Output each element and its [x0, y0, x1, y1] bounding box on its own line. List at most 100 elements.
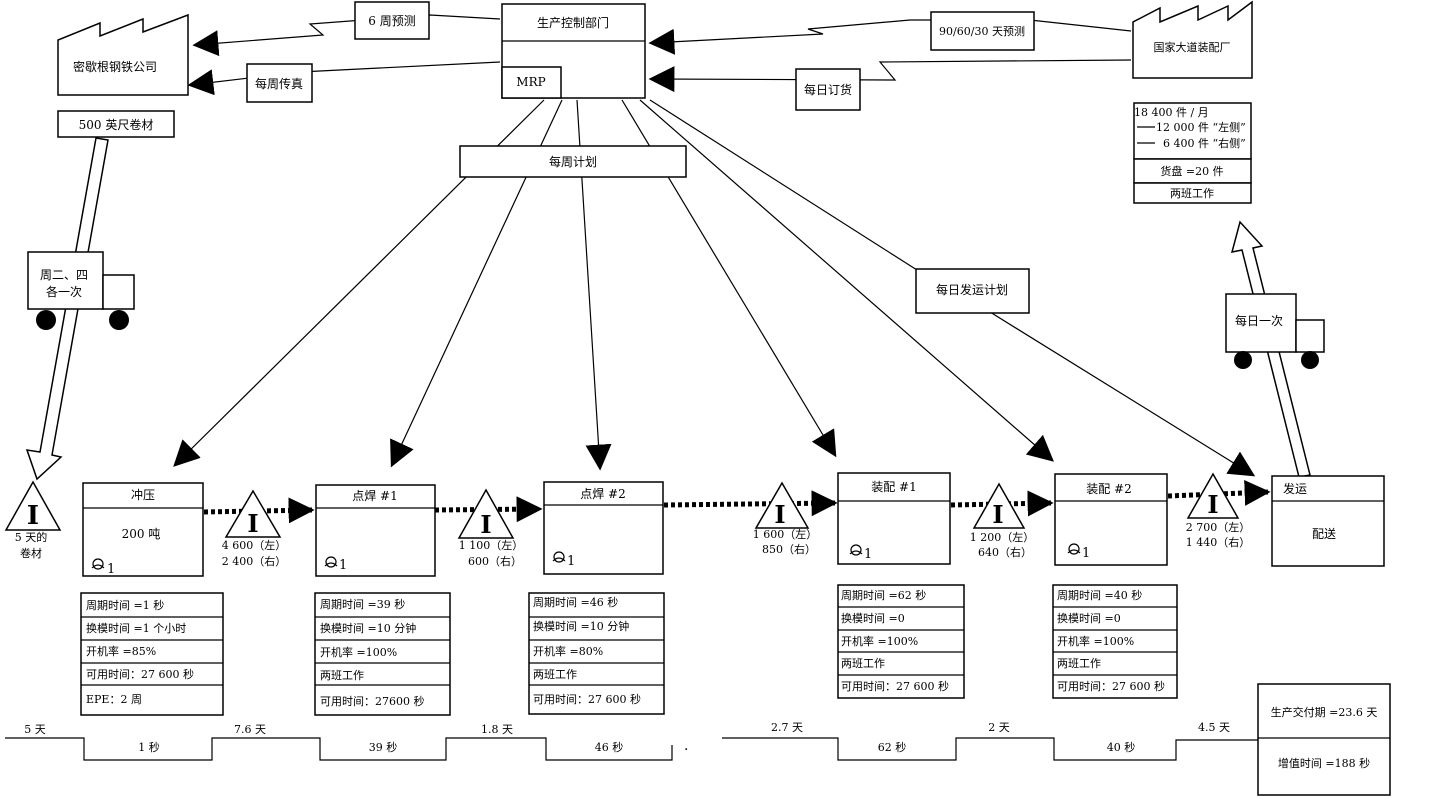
inventory-i-icon: I	[247, 509, 258, 538]
lead-time-4: 2.7 天	[771, 721, 803, 734]
daily-order: 每日订货	[804, 82, 852, 97]
inventory-3-left: 1 600（左）	[753, 528, 818, 541]
data-row: 开机率 =80%	[533, 644, 603, 658]
operator-count: 1	[107, 562, 115, 577]
process-time-1: 1 秒	[138, 740, 160, 754]
data-box-spot-weld-2: 周期时间 =46 秒 换模时间 =10 分钟 开机率 =80% 两班工作 可用时…	[528, 592, 665, 715]
operator-count: 1	[339, 558, 347, 573]
forecast-6-weeks: 6 周预测	[368, 14, 415, 28]
operator-count: 1	[864, 547, 872, 562]
process-box-spot-weld-2: 点焊 #2 1	[543, 481, 664, 575]
schedule-lines	[173, 99, 1256, 477]
data-row: 两班工作	[533, 668, 577, 681]
lead-time-2: 7.6 天	[234, 723, 266, 736]
data-row: 可用时间：27 600 秒	[841, 679, 949, 693]
demand-shift: 两班工作	[1170, 187, 1214, 200]
truck-wheel	[36, 310, 56, 330]
customer-factory: 国家大道装配厂	[1132, 0, 1253, 79]
raw-inventory-triangle: I 5 天的 卷材	[4, 480, 62, 560]
total-lead-time: 生产交付期 =23.6 天	[1271, 705, 1378, 719]
customer-truck-label: 每日一次	[1235, 313, 1283, 328]
inventory-i-icon: I	[774, 500, 785, 529]
production-control: 生产控制部门 MRP	[501, 3, 646, 99]
inventory-i-icon: I	[27, 501, 39, 531]
supplier-truck-line1: 周二、四	[40, 268, 88, 282]
operator-icon	[324, 556, 338, 568]
data-row: 可用时间：27 600 秒	[1057, 679, 1165, 693]
operator-count: 1	[1082, 546, 1090, 561]
demand-tray: 货盘 =20 件	[1160, 164, 1223, 178]
raw-inventory-days: 5 天的	[15, 530, 48, 544]
operator-icon	[849, 544, 863, 556]
data-row: 周期时间 =1 秒	[86, 598, 164, 612]
process-box-spot-weld-1: 点焊 #1 1	[315, 484, 436, 577]
inventory-1-left: 4 600（左）	[222, 539, 287, 552]
truck-wheel	[1301, 351, 1319, 369]
process-time-2: 39 秒	[369, 740, 398, 754]
inventory-triangle-4: I 1 200（左） 640（右）	[970, 482, 1034, 559]
process-name: 点焊 #2	[580, 486, 626, 501]
operator-count: 1	[567, 554, 575, 569]
process-box-shipping: 发运 配送	[1271, 475, 1385, 567]
process-name: 发运	[1283, 481, 1307, 496]
timeline: . 5 天 7.6 天 1.8 天 2.7 天 2 天 4.5 天 1 秒 39…	[5, 721, 1258, 761]
inventory-2-right: 600（右）	[468, 554, 522, 568]
data-row: 可用时间：27 600 秒	[533, 692, 641, 706]
data-row: 可用时间：27 600 秒	[86, 667, 194, 681]
inventory-5-right: 1 440（右）	[1186, 535, 1251, 549]
data-row: 周期时间 =39 秒	[320, 597, 405, 611]
process-name: 冲压	[131, 487, 155, 502]
inventory-i-icon: I	[992, 500, 1003, 529]
customer-forecast: 90/60/30 天预测	[939, 25, 1025, 38]
data-row: 开机率 =100%	[841, 634, 918, 648]
inventory-triangle-3: I 1 600（左） 850（右）	[753, 481, 818, 556]
inventory-triangle-1: I 4 600（左） 2 400（右）	[222, 489, 287, 568]
truck-wheel	[1234, 351, 1252, 369]
inventory-triangle-5: I 2 700（左） 1 440（右）	[1186, 472, 1251, 549]
inventory-1-right: 2 400（右）	[222, 554, 287, 568]
demand-total: 18 400 件 / 月	[1134, 106, 1209, 119]
electronic-info-flows: 6 周预测 每周传真 90/60/30 天预测 每日订货	[187, 1, 1132, 111]
production-control-title: 生产控制部门	[537, 15, 609, 30]
truck-wheel	[109, 310, 129, 330]
data-row: 换模时间 =10 分钟	[320, 621, 416, 635]
process-box-stamping: 冲压 200 吨 1	[82, 482, 204, 577]
data-row: 换模时间 =0	[841, 611, 905, 625]
daily-ship-schedule: 每日发运计划	[936, 282, 1008, 297]
data-row: 可用时间：27600 秒	[320, 694, 425, 708]
inventory-5-left: 2 700（左）	[1186, 521, 1251, 534]
process-name: 装配 #1	[871, 480, 917, 494]
data-box-stamping: 周期时间 =1 秒 换模时间 =1 个小时 开机率 =85% 可用时间：27 6…	[80, 592, 224, 716]
mrp-label: MRP	[516, 75, 545, 89]
inventory-3-right: 850（右）	[762, 542, 816, 556]
supplier-name: 密歇根钢铁公司	[73, 59, 157, 74]
process-time-4: 62 秒	[878, 740, 907, 754]
timeline-dot: .	[684, 738, 688, 754]
data-box-assembly-1: 周期时间 =62 秒 换模时间 =0 开机率 =100% 两班工作 可用时间：2…	[837, 584, 965, 699]
value-added-time: 增值时间 =188 秒	[1278, 756, 1370, 770]
data-row: 开机率 =100%	[1057, 634, 1134, 648]
data-row: 开机率 =100%	[320, 645, 397, 659]
inventory-i-icon: I	[480, 510, 491, 539]
operator-icon	[1067, 543, 1081, 555]
weekly-fax: 每周传真	[255, 76, 303, 91]
lead-time-5: 2 天	[988, 721, 1010, 734]
operator-icon	[91, 558, 105, 570]
data-row: 开机率 =85%	[86, 644, 156, 658]
supplier-truck-line2: 各一次	[46, 284, 82, 299]
data-row: 周期时间 =62 秒	[841, 588, 926, 602]
weekly-schedule: 每周计划	[549, 154, 597, 169]
demand-left: 12 000 件 “左侧”	[1156, 121, 1246, 134]
inventory-triangle-2: I 1 100（左） 600（右）	[457, 488, 523, 568]
customer-name: 国家大道装配厂	[1154, 40, 1231, 54]
inventory-i-icon: I	[1207, 490, 1218, 519]
customer-truck: 每日一次	[1225, 293, 1325, 369]
process-box-assembly-2: 装配 #2 1	[1054, 473, 1168, 566]
lead-time-6: 4.5 天	[1198, 721, 1230, 734]
lead-time-3: 1.8 天	[481, 723, 513, 736]
process-box-assembly-1: 装配 #1 1	[837, 472, 951, 565]
raw-inventory-coil: 卷材	[20, 546, 42, 560]
process-name: 装配 #2	[1086, 482, 1132, 496]
lead-time-1: 5 天	[24, 723, 46, 736]
